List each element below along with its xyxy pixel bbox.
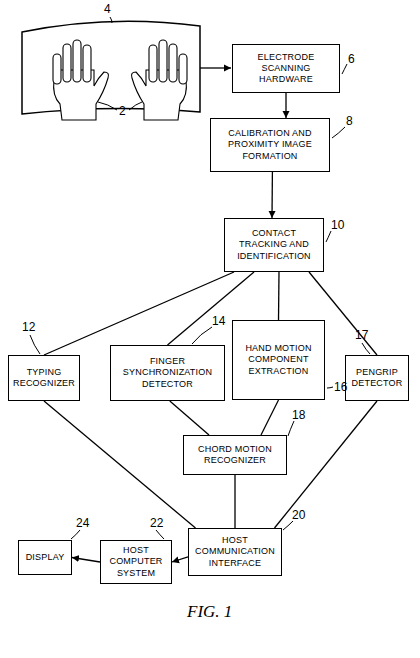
- process-box: HOST COMPUTER SYSTEM: [100, 540, 172, 584]
- callout-number: 20: [292, 508, 305, 522]
- connector-line: [44, 401, 196, 528]
- process-box: PENGRIP DETECTOR: [345, 355, 409, 401]
- callout-number: 4: [104, 2, 111, 16]
- leader-lines: [30, 17, 370, 539]
- process-box: FINGER SYNCHRONIZATION DETECTOR: [110, 345, 225, 401]
- callout-number: 10: [331, 218, 344, 232]
- connector-line: [261, 400, 279, 435]
- callout-number: 2: [119, 104, 126, 118]
- box-label: FINGER SYNCHRONIZATION DETECTOR: [115, 356, 220, 390]
- process-box: TYPING RECOGNIZER: [8, 355, 80, 401]
- connector-line: [278, 272, 280, 320]
- connector-line: [271, 172, 273, 218]
- callout-number: 18: [292, 408, 305, 422]
- process-box: ELECTRODE SCANNING HARDWARE: [232, 44, 340, 93]
- box-label: TYPING RECOGNIZER: [13, 367, 75, 390]
- callout-number: 22: [150, 516, 163, 530]
- box-label: HOST COMMUNICATION INTERFACE: [193, 535, 277, 569]
- callout-number: 17: [355, 328, 368, 342]
- connector-line: [234, 475, 235, 528]
- process-box: HAND MOTION COMPONENT EXTRACTION: [232, 320, 325, 400]
- callout-number: 12: [22, 320, 35, 334]
- process-box: DISPLAY: [18, 540, 72, 575]
- box-label: DISPLAY: [26, 552, 65, 563]
- left-hand: [53, 40, 109, 120]
- process-box: CONTACT TRACKING AND IDENTIFICATION: [224, 218, 324, 272]
- figure-caption: FIG. 1: [187, 602, 232, 622]
- connector-line: [285, 93, 286, 118]
- callout-number: 14: [212, 314, 225, 328]
- box-label: ELECTRODE SCANNING HARDWARE: [237, 52, 335, 86]
- process-box: CHORD MOTION RECOGNIZER: [183, 435, 287, 475]
- box-label: HAND MOTION COMPONENT EXTRACTION: [237, 343, 320, 377]
- callout-number: 6: [348, 52, 355, 66]
- process-box: HOST COMMUNICATION INTERFACE: [188, 528, 282, 576]
- box-label: PENGRIP DETECTOR: [350, 367, 404, 390]
- box-label: CALIBRATION AND PROXIMITY IMAGE FORMATIO…: [215, 128, 325, 162]
- connector-line: [275, 401, 378, 528]
- connector-line: [72, 558, 100, 563]
- right-hand: [132, 40, 188, 120]
- box-label: CONTACT TRACKING AND IDENTIFICATION: [229, 228, 319, 262]
- process-box: CALIBRATION AND PROXIMITY IMAGE FORMATIO…: [210, 118, 330, 172]
- box-label: HOST COMPUTER SYSTEM: [105, 545, 167, 579]
- box-label: CHORD MOTION RECOGNIZER: [188, 444, 282, 467]
- callout-number: 16: [334, 380, 347, 394]
- connector-line: [170, 401, 209, 435]
- callout-number: 8: [346, 114, 353, 128]
- signal-arrow: [200, 67, 231, 68]
- callout-number: 24: [76, 516, 89, 530]
- connector-line: [172, 557, 188, 562]
